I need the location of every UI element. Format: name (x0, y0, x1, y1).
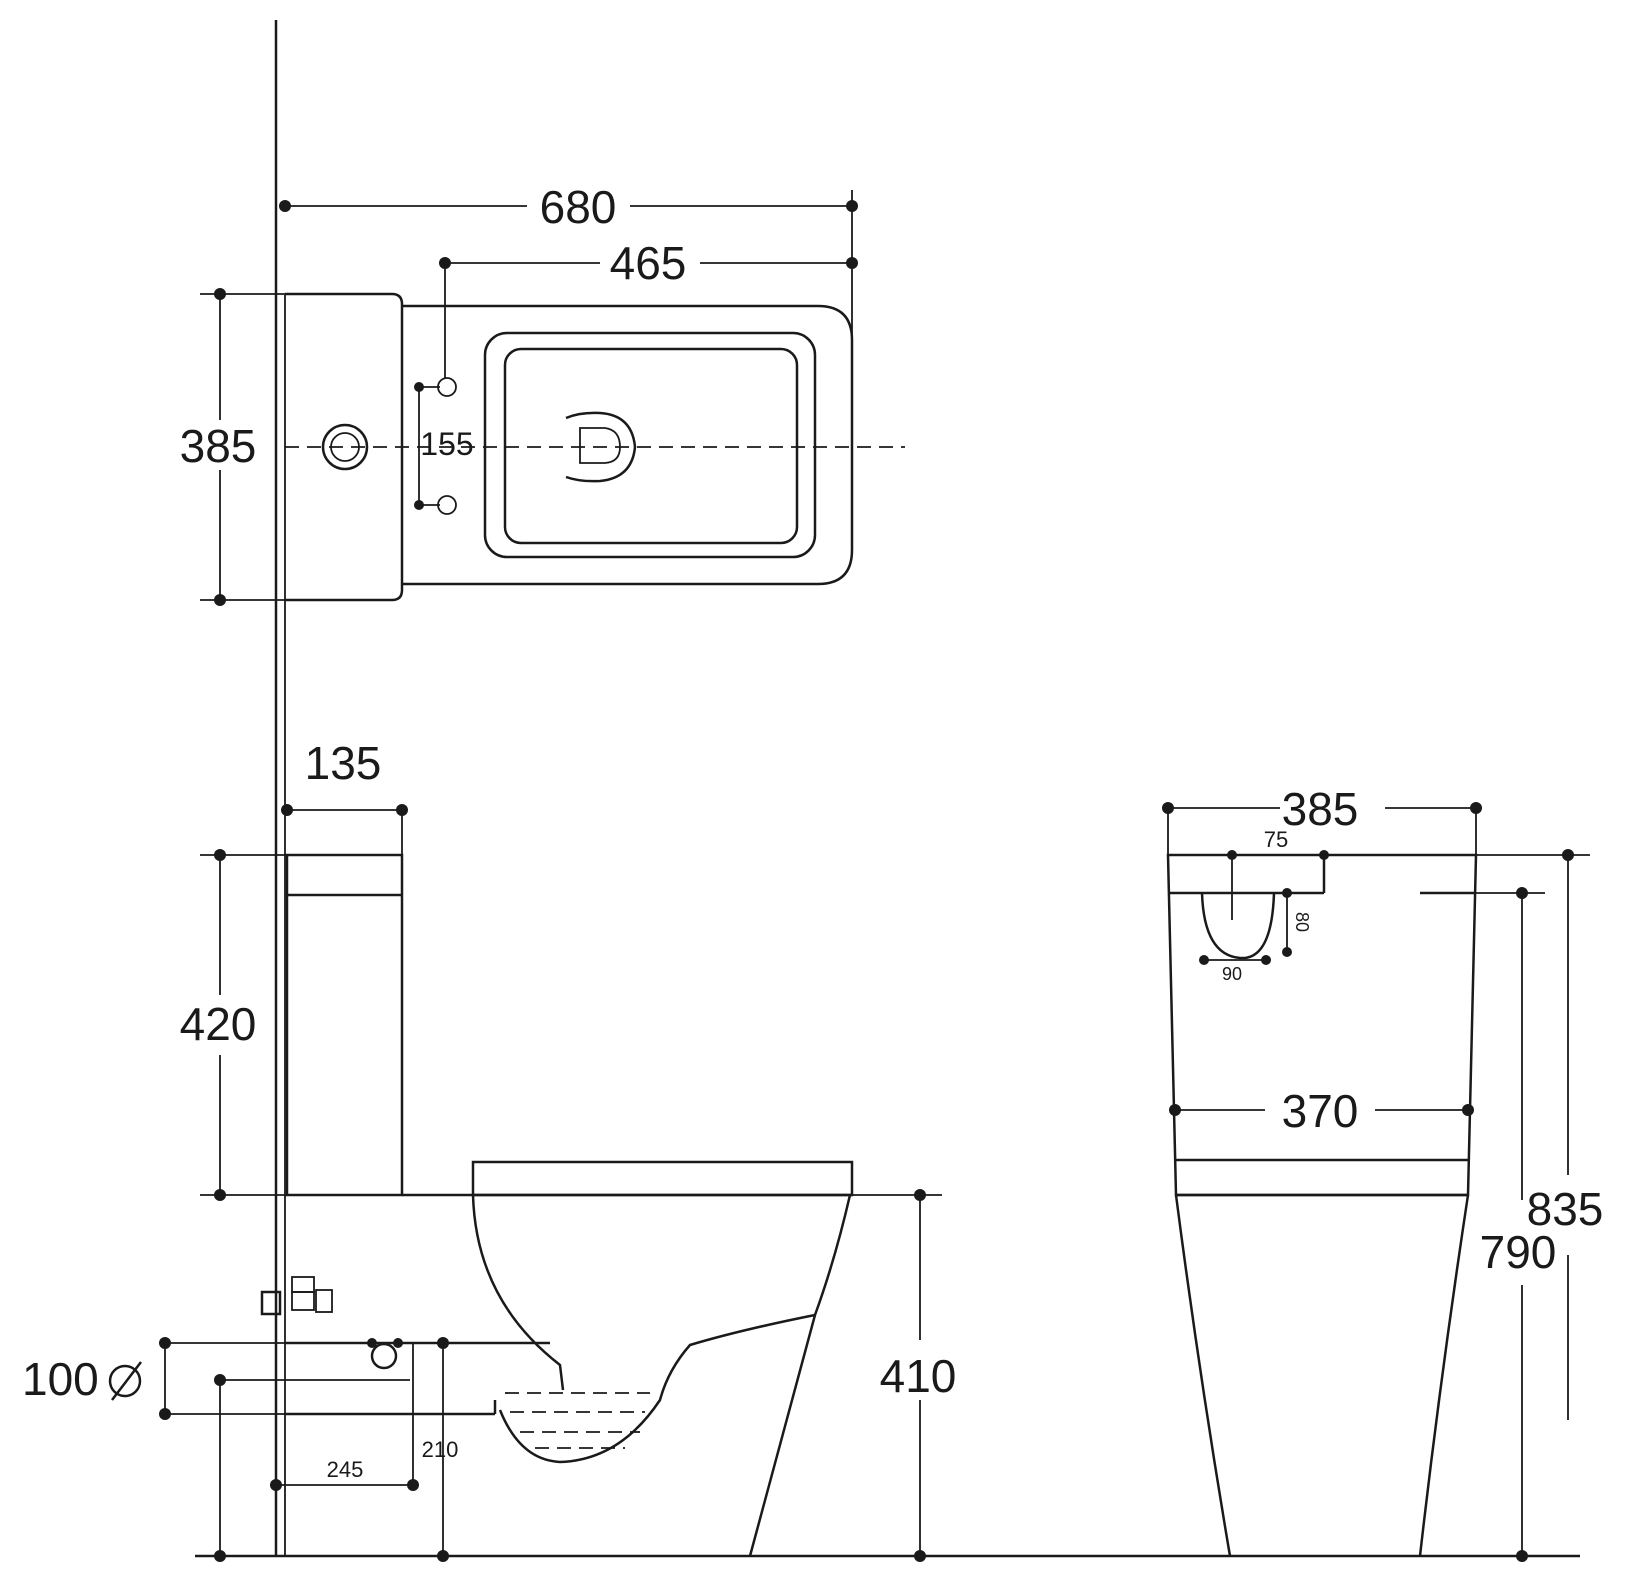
dim-marker (1562, 849, 1574, 861)
dim-marker (914, 1550, 926, 1562)
dim-marker (1162, 802, 1174, 814)
dim-marker (1516, 887, 1528, 899)
front-view: 385 75 80 90 370 835 790 (1162, 783, 1603, 1562)
dim-marker (214, 1374, 226, 1386)
dim-front-height-total: 835 (1527, 1183, 1604, 1235)
inlet-valve-body-icon (291, 1291, 315, 1311)
dim-front-cutout-height: 80 (1292, 912, 1312, 932)
hinge-hole-icon (437, 377, 457, 397)
dim-side-outlet-diameter: 100 (22, 1353, 99, 1405)
dim-marker (914, 1189, 926, 1201)
dim-marker (437, 1550, 449, 1562)
dim-marker (1516, 1550, 1528, 1562)
side-bowl-front-curve (471, 1194, 565, 1391)
fixing-bolt-icon (370, 1342, 398, 1370)
top-seat-inner (503, 347, 799, 545)
dim-side-outlet-distance: 245 (327, 1457, 364, 1482)
dim-marker (214, 849, 226, 861)
dim-marker (367, 1338, 377, 1348)
dim-side-tank-height: 420 (180, 998, 257, 1050)
dim-marker (279, 200, 291, 212)
dim-marker (437, 1337, 449, 1349)
flush-button-icon (321, 423, 369, 471)
dim-marker (281, 804, 293, 816)
top-bowl-outline (402, 304, 854, 586)
dim-marker (214, 594, 226, 606)
dim-marker (1199, 955, 1209, 965)
top-drain-inner (579, 427, 621, 464)
dim-marker (270, 1479, 282, 1491)
side-trapway (498, 1313, 816, 1464)
inlet-valve-cap-icon (315, 1289, 333, 1313)
diameter-symbol-icon (108, 1364, 142, 1398)
dim-marker (407, 1479, 419, 1491)
dim-front-height-tank: 790 (1480, 1226, 1557, 1278)
dim-top-width: 385 (180, 420, 257, 472)
side-view: 135 420 410 100 (22, 737, 1580, 1562)
dim-marker (1169, 1104, 1181, 1116)
side-seat-lid (471, 1160, 854, 1197)
dim-marker (1282, 888, 1292, 898)
dim-front-button-offset: 75 (1264, 827, 1288, 852)
dim-top-seat-hole-spacing: 155 (420, 426, 473, 462)
dim-marker (1462, 1104, 1474, 1116)
front-pedestal-left (1174, 1194, 1232, 1557)
dim-side-tank-depth: 135 (305, 737, 382, 789)
dim-side-seat-height: 410 (880, 1350, 957, 1402)
dim-marker (159, 1408, 171, 1420)
dim-marker (214, 1550, 226, 1562)
dim-marker (214, 288, 226, 300)
dim-top-overall-length: 680 (540, 181, 617, 233)
dim-marker (414, 382, 424, 392)
front-tank-outline (1166, 853, 1478, 1197)
top-drain-outline (565, 411, 637, 483)
dim-marker (1261, 955, 1271, 965)
dim-marker (214, 1189, 226, 1201)
front-pedestal-right (1418, 1194, 1470, 1557)
dim-side-outlet-height: 210 (422, 1437, 459, 1462)
diameter-symbol-slash (111, 1361, 142, 1401)
top-seat-outer (483, 331, 817, 559)
dim-marker (393, 1338, 403, 1348)
dim-front-width: 385 (1282, 783, 1359, 835)
dim-marker (414, 500, 424, 510)
inlet-valve-icon (260, 1290, 282, 1316)
front-button-cutout (1200, 892, 1276, 960)
dim-marker (1282, 947, 1292, 957)
top-view: 680 465 385 155 (180, 181, 905, 606)
dim-top-bowl-length: 465 (610, 237, 687, 289)
side-tank-outline (285, 853, 404, 1197)
dim-marker (1227, 850, 1237, 860)
dim-marker (396, 804, 408, 816)
dim-front-tank-width: 370 (1282, 1085, 1359, 1137)
inlet-valve-body-icon (291, 1276, 315, 1293)
dim-marker (159, 1337, 171, 1349)
dim-marker (1319, 850, 1329, 860)
dim-marker (1470, 802, 1482, 814)
dim-marker (846, 257, 858, 269)
hinge-hole-icon (437, 495, 457, 515)
dim-front-cutout-width: 90 (1222, 964, 1242, 984)
side-pedestal-back (748, 1194, 852, 1557)
